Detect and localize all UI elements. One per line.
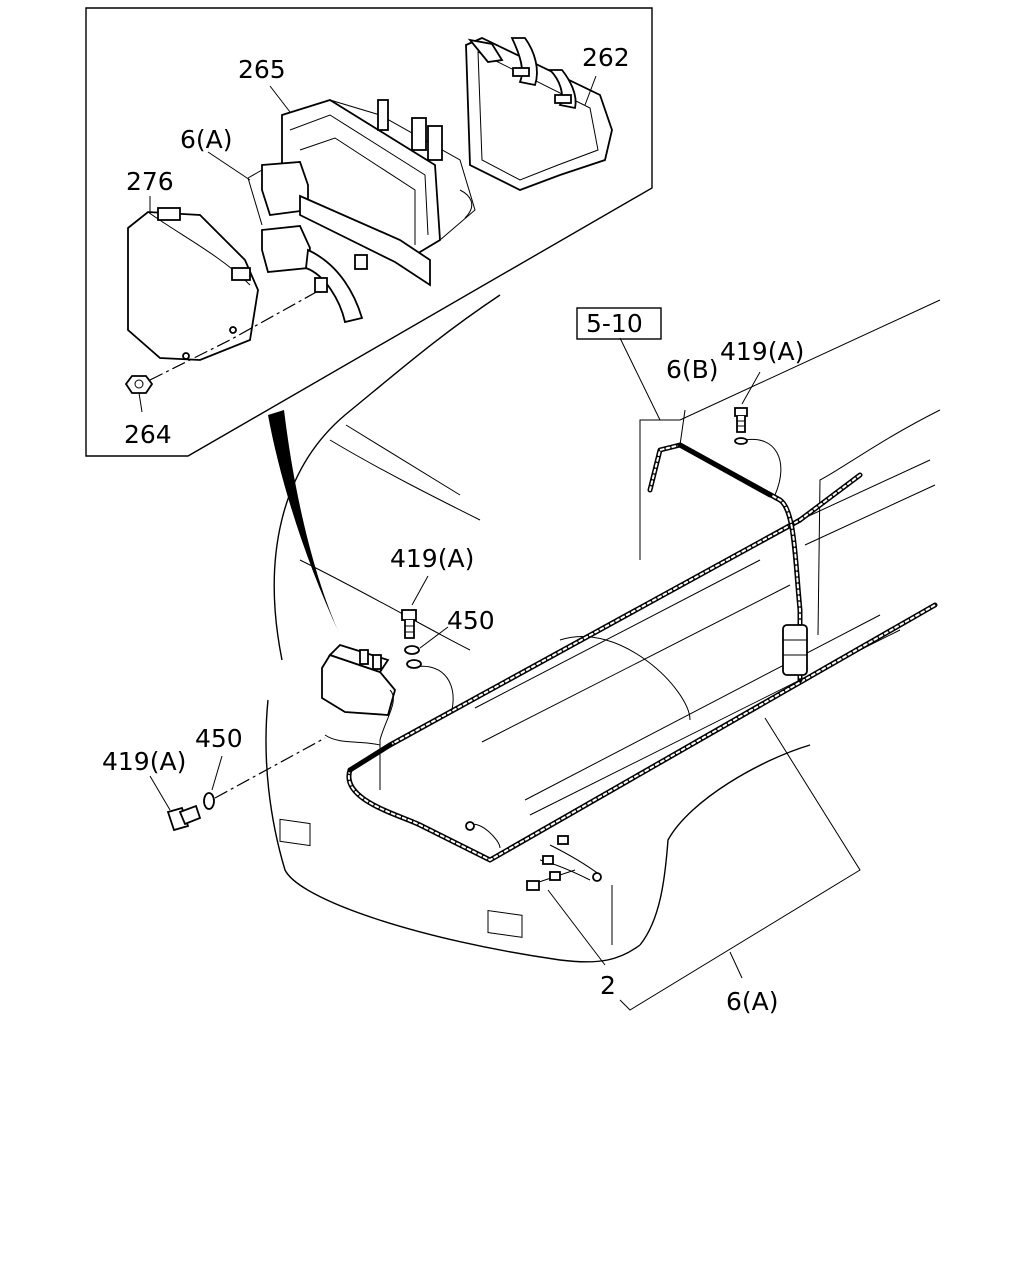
ref-box-5-10 — [576, 307, 662, 340]
label-419a-top: 419(A) — [720, 337, 804, 366]
label-419a-mid: 419(A) — [390, 544, 474, 573]
inset-callout-fan — [268, 410, 340, 635]
part-6a-connectors — [247, 161, 431, 324]
part-264-nut — [124, 375, 154, 394]
part-276-cover — [127, 207, 259, 361]
label-450-left: 450 — [195, 724, 243, 753]
label-262: 262 — [582, 43, 630, 72]
label-450-mid: 450 — [447, 606, 495, 635]
bolt-419a-top — [734, 407, 748, 445]
label-6b: 6(B) — [666, 355, 719, 384]
inset-leader-lines — [138, 75, 597, 413]
part-262-cover — [465, 37, 613, 191]
label-5-10: 5-10 — [586, 309, 643, 338]
install-line-left — [214, 737, 326, 799]
connector-block — [782, 624, 808, 676]
harness-6a — [346, 472, 938, 863]
label-419a-left: 419(A) — [102, 747, 186, 776]
label-2: 2 — [600, 971, 616, 1000]
label-6a-bottom: 6(A) — [726, 987, 779, 1016]
sub-harness-wires — [465, 821, 602, 891]
bolt-419a-left — [166, 804, 202, 832]
harness-6b — [647, 442, 803, 683]
inset-frame — [85, 7, 653, 457]
inset-install-line — [149, 289, 321, 381]
label-265: 265 — [238, 55, 286, 84]
washer-450-mid — [404, 645, 422, 669]
bolt-419a-mid — [401, 609, 417, 639]
label-276: 276 — [126, 167, 174, 196]
washer-450-left — [203, 792, 215, 810]
label-6a-inset: 6(A) — [180, 125, 233, 154]
ground-wire-top — [744, 438, 782, 496]
junction-box — [321, 643, 454, 790]
part-265-fuse-box — [281, 99, 476, 257]
label-264: 264 — [124, 420, 172, 449]
leader-lines — [149, 337, 861, 1011]
